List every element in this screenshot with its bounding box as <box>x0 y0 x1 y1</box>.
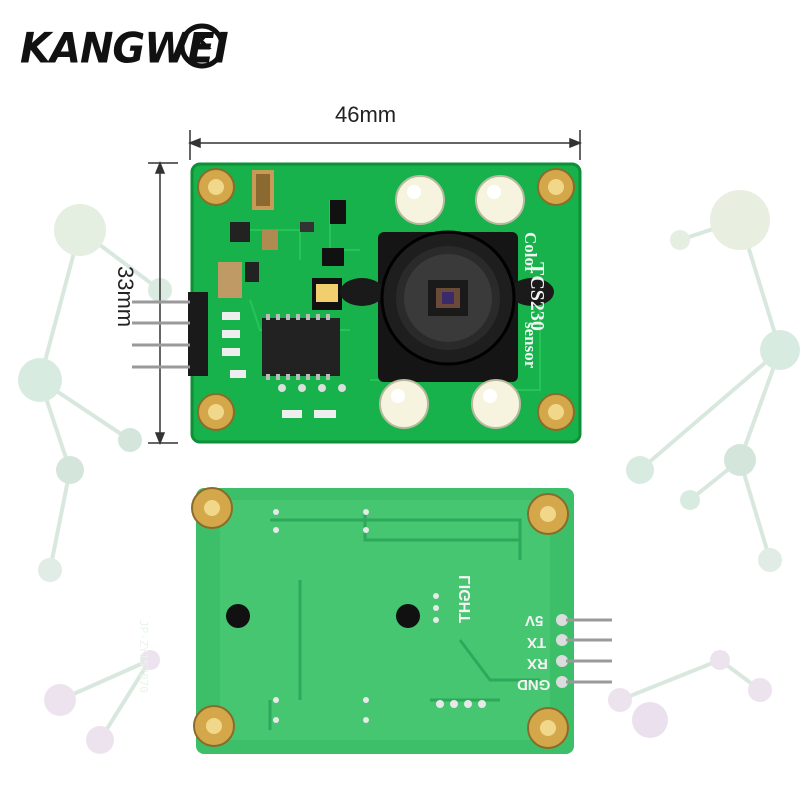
front-leds <box>379 175 525 429</box>
width-dimension-arrow-icon <box>187 130 583 160</box>
brand-badge-letter: K <box>194 30 212 55</box>
front-components <box>218 170 346 418</box>
light-label: LIGHT <box>457 575 474 623</box>
k-circle-logo-icon <box>179 23 225 69</box>
front-mounting-holes <box>197 168 575 431</box>
silkscreen-sensor: sensor <box>521 322 540 369</box>
pin-label-gnd: GND <box>517 676 551 693</box>
pin-label-tx: TX <box>527 634 547 651</box>
sensor-housing <box>340 230 554 382</box>
pin-label-rx: RX <box>527 655 548 672</box>
background-nodes <box>18 190 800 754</box>
part-number: JP-ZY157070 <box>137 620 150 693</box>
pin-label-5v: 5V <box>525 612 544 629</box>
height-dimension-label: 33mm <box>113 266 138 328</box>
width-dimension-label: 46mm <box>335 102 397 127</box>
back-mounting-holes <box>191 487 569 749</box>
brand-logo-text: KANGWEI <box>20 24 229 74</box>
back-board <box>191 487 612 754</box>
front-board <box>132 162 582 444</box>
front-header-pins <box>132 292 208 376</box>
back-header-pins <box>556 614 612 688</box>
silkscreen-chip-name: TCS230 <box>526 262 548 331</box>
